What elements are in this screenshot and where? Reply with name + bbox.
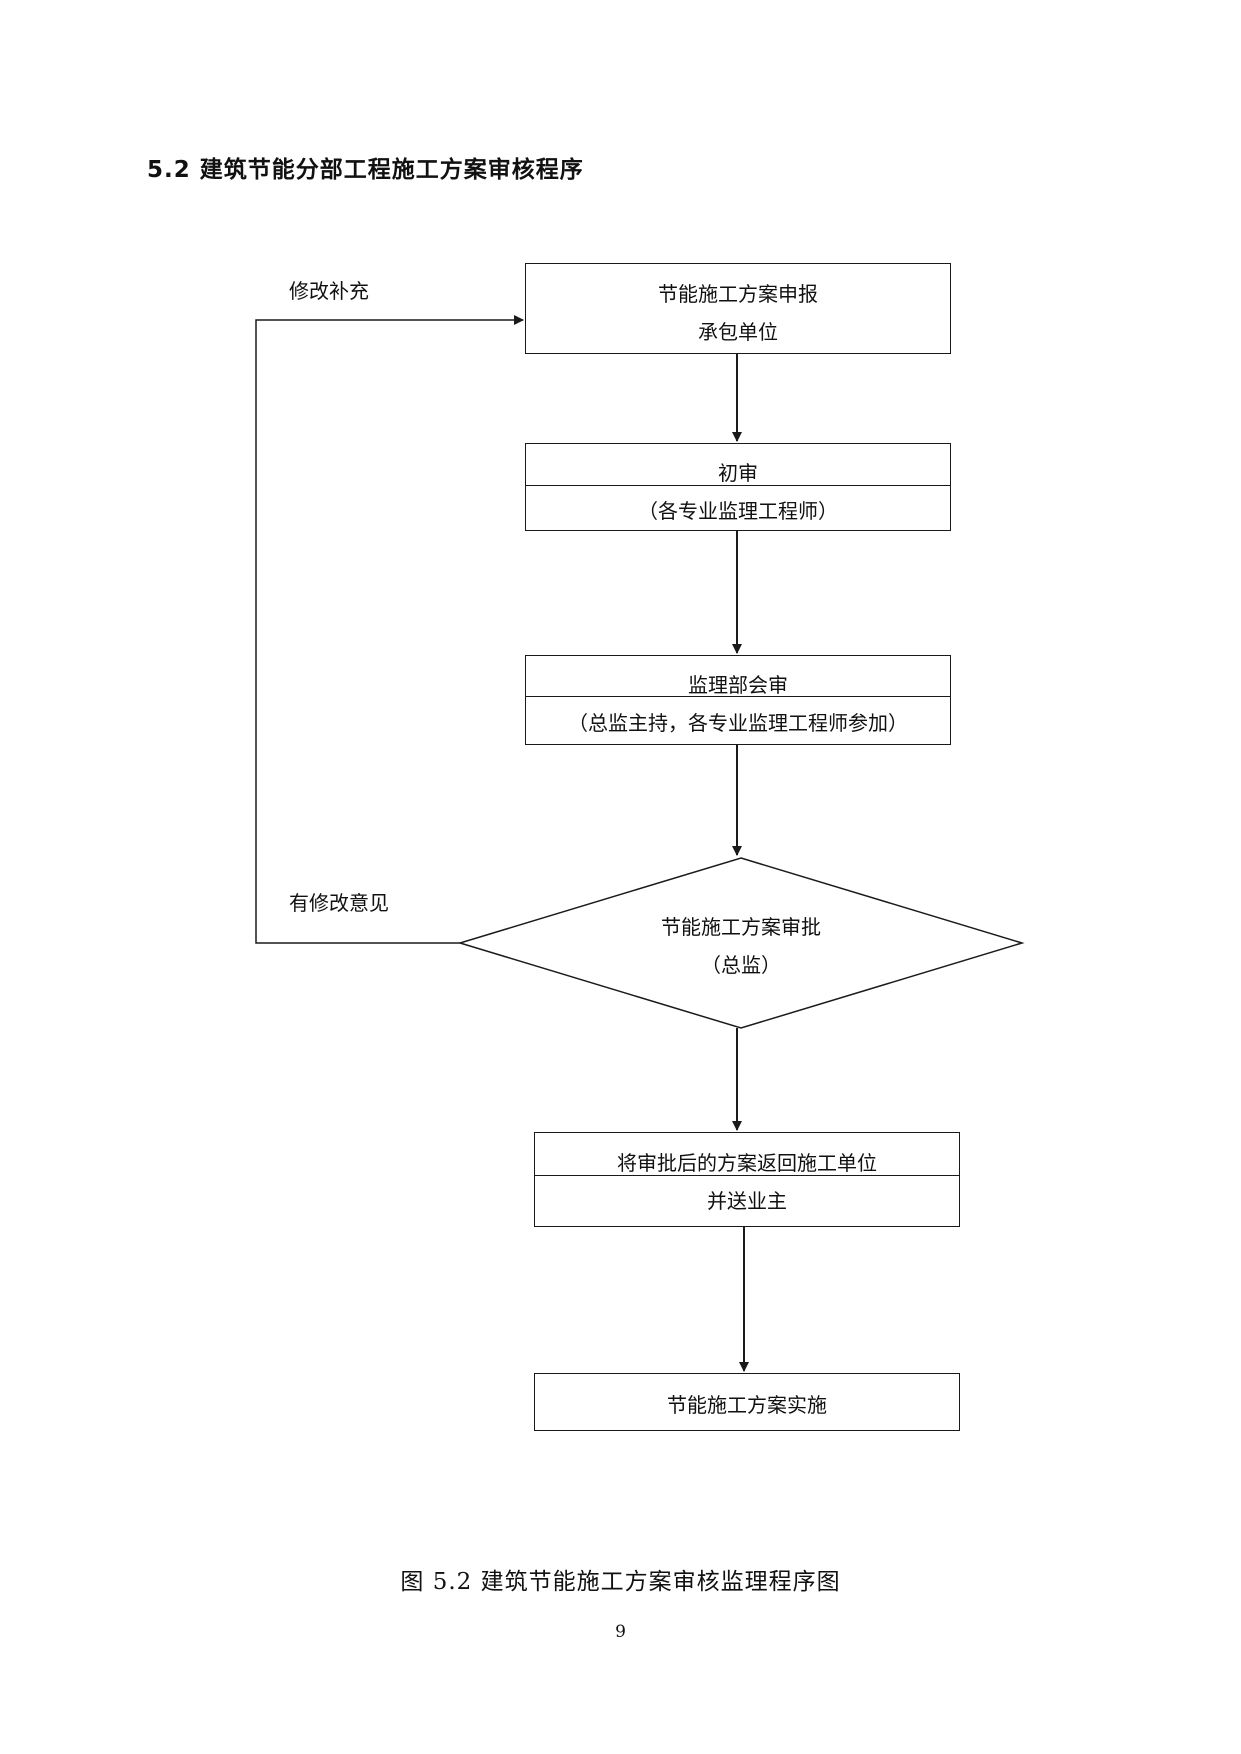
page-number: 9 [615, 1622, 626, 1642]
step-submit-box: 节能施工方案申报 承包单位 [525, 263, 951, 354]
step-submit-subtitle: 承包单位 [698, 320, 778, 344]
step-implement-title: 节能施工方案实施 [667, 1393, 827, 1417]
box-divider [535, 1175, 959, 1176]
step-joint-review-box: 监理部会审 （总监主持，各专业监理工程师参加） [525, 655, 951, 745]
step-joint-review-subtitle: （总监主持，各专业监理工程师参加） [568, 711, 908, 735]
step-joint-review-title: 监理部会审 [688, 673, 788, 697]
loop-label-revise: 修改补充 [289, 279, 369, 303]
decision-approval-title: 节能施工方案审批 [661, 915, 821, 939]
feedback-loop-line [255, 315, 524, 944]
box-divider [526, 696, 950, 697]
decision-diamond [457, 857, 1025, 1029]
section-heading: 5.2 建筑节能分部工程施工方案审核程序 [147, 157, 584, 183]
step-return-subtitle: 并送业主 [707, 1189, 787, 1213]
figure-caption: 图 5.2 建筑节能施工方案审核监理程序图 [400, 1569, 841, 1595]
step-initial-review-title: 初审 [718, 461, 758, 485]
step-implement-box: 节能施工方案实施 [534, 1373, 960, 1431]
step-return-box: 将审批后的方案返回施工单位 并送业主 [534, 1132, 960, 1227]
decision-approval-subtitle: （总监） [701, 953, 781, 977]
step-return-title: 将审批后的方案返回施工单位 [617, 1151, 877, 1175]
step-initial-review-box: 初审 （各专业监理工程师） [525, 443, 951, 531]
loop-label-comments: 有修改意见 [289, 891, 389, 915]
box-divider [526, 485, 950, 486]
step-initial-review-subtitle: （各专业监理工程师） [638, 499, 838, 523]
step-submit-title: 节能施工方案申报 [658, 282, 818, 306]
